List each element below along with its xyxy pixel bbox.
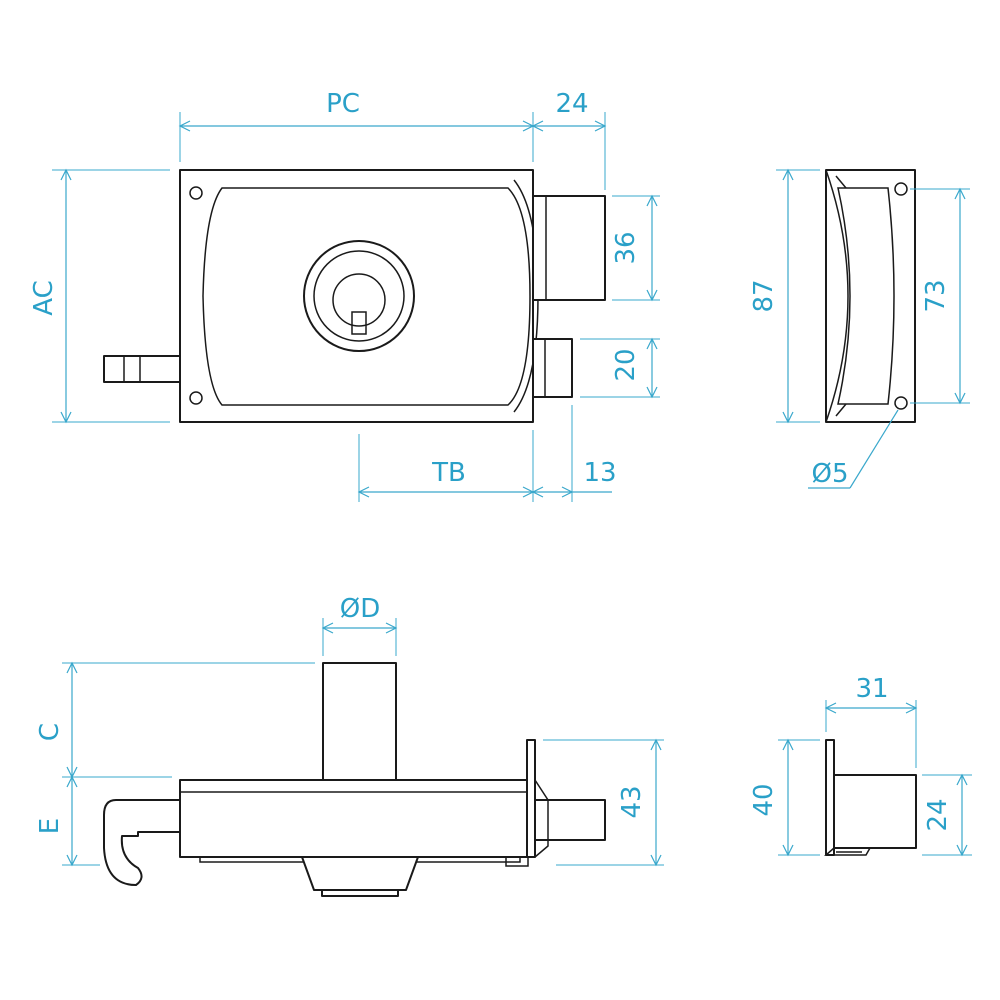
rail-tab <box>505 856 529 867</box>
keeper-box <box>833 774 917 849</box>
latch-bolt <box>532 338 573 398</box>
dim-36-label: 36 <box>611 231 641 264</box>
screw-hole-top-left <box>189 186 203 200</box>
keeper-plate <box>825 739 835 856</box>
front-plate <box>526 739 536 858</box>
dim-24-label: 24 <box>555 89 588 119</box>
hook <box>103 799 181 886</box>
cylinder-outer <box>303 240 415 352</box>
side-plate <box>825 169 916 423</box>
dim-20-label: 20 <box>611 348 641 381</box>
collar-base <box>321 889 399 897</box>
left-pin <box>103 355 181 383</box>
dim-od-label: ØD <box>340 594 381 624</box>
deadbolt <box>532 195 606 301</box>
side-screw-hole-bottom <box>894 396 908 410</box>
dim-c-label: C <box>35 723 65 741</box>
dim-13-label: 13 <box>583 458 616 488</box>
dim-40-label: 40 <box>749 783 779 816</box>
dim-73-label: 73 <box>921 279 951 312</box>
cylinder-collar <box>301 856 419 891</box>
dim-tb-label: TB <box>431 458 466 488</box>
screw-hole-bottom-left <box>189 391 203 405</box>
side-view: 87 73 Ø5 <box>749 168 970 489</box>
side-curve-inner <box>837 187 895 405</box>
key-slot <box>351 311 367 335</box>
front-view: PC 24 AC 36 20 TB 13 <box>29 89 660 502</box>
dim-31-label: 31 <box>855 674 888 704</box>
side-curve-outer <box>825 169 849 423</box>
dim-e-label: E <box>35 818 65 834</box>
side-screw-hole-top <box>894 182 908 196</box>
dim-43-label: 43 <box>617 785 647 818</box>
top-view: ØD C E 43 <box>35 594 664 897</box>
cylinder-core <box>332 273 386 327</box>
cylinder-ring <box>313 250 405 342</box>
face-plate <box>202 187 531 406</box>
bolt-top <box>534 799 606 841</box>
dim-pc-label: PC <box>326 89 360 119</box>
dim-ac-label: AC <box>29 280 59 315</box>
cylinder-body <box>322 662 397 781</box>
dim-24-keeper-label: 24 <box>923 798 953 831</box>
dim-hole-label: Ø5 <box>811 459 848 489</box>
case-top <box>179 779 528 858</box>
keeper-view: 31 40 24 <box>749 674 972 857</box>
dim-87-label: 87 <box>749 279 779 312</box>
